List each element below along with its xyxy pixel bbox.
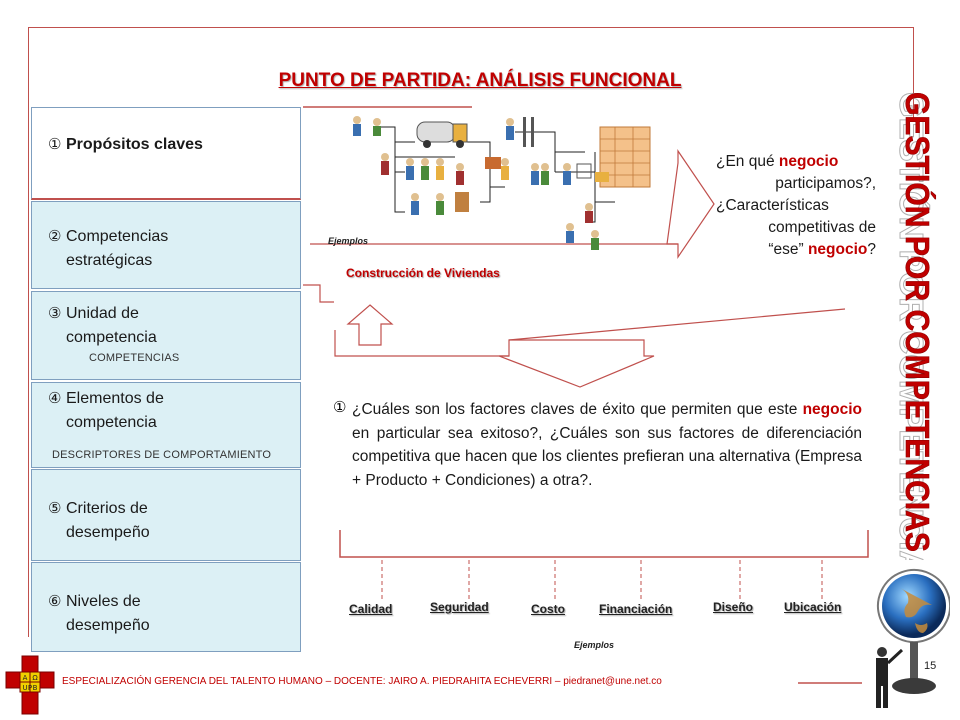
factor-financiacion: Financiación	[599, 602, 673, 616]
left-box-2	[31, 201, 301, 289]
item-label: Criterios de desempeño	[66, 500, 150, 541]
factors-examples-label: Ejemplos	[574, 640, 615, 650]
left-box-4	[31, 382, 301, 468]
globe-illustration	[876, 569, 950, 708]
item-label: Unidad de competencia	[66, 305, 157, 346]
frame-top-line	[28, 27, 914, 28]
left-box-1	[31, 107, 301, 200]
factor-bracket	[339, 530, 869, 558]
item-number: ③	[48, 305, 62, 322]
paragraph-text: en particular sea exitoso?, ¿Cuáles son …	[352, 424, 862, 489]
workers-icons	[353, 116, 609, 250]
university-logo: A Ω U P B	[5, 655, 55, 715]
item-number: ⑥	[48, 593, 62, 610]
svg-text:Ω: Ω	[32, 674, 38, 682]
factor-diseno: Diseño	[713, 600, 754, 614]
construction-illustration	[353, 116, 651, 250]
item-number: ②	[48, 228, 62, 245]
frame-left-line	[28, 27, 29, 637]
question-line-4: competitivas de	[768, 219, 876, 236]
item-number: ⑤	[48, 500, 62, 517]
connector-lower	[334, 330, 509, 357]
keyword-negocio: negocio	[802, 401, 862, 418]
item-label: Elementos de competencia	[66, 390, 164, 431]
question-text: ¿En qué	[716, 153, 779, 170]
keyword-negocio: negocio	[807, 241, 868, 258]
item-label: Niveles de desempeño	[66, 593, 150, 634]
frame-right-line	[913, 27, 914, 137]
key-factors-paragraph: ¿Cuáles son los factores claves de éxito…	[352, 398, 862, 492]
item-number: ④	[48, 390, 62, 407]
question-line-3: ¿Características	[716, 197, 829, 214]
construction-label: Construcción de Viviendas	[346, 266, 500, 280]
left-box-6	[31, 562, 301, 652]
sub-label-descriptores: DESCRIPTORES DE COMPORTAMIENTO	[52, 449, 272, 461]
keyword-negocio: negocio	[778, 153, 839, 170]
footer-text: ESPECIALIZACIÓN GERENCIA DEL TALENTO HUM…	[62, 676, 662, 687]
svg-text:P: P	[28, 684, 32, 692]
question-line-1: ¿En qué negocio	[716, 151, 876, 173]
item-number: ①	[48, 136, 62, 153]
question-text: “ese”	[768, 241, 808, 258]
down-arrow	[498, 339, 655, 388]
factor-ubicacion: Ubicación	[784, 600, 842, 614]
sub-label-competencias: COMPETENCIAS	[89, 352, 180, 364]
slide-title: PUNTO DE PARTIDA: ANÁLISIS FUNCIONAL	[278, 70, 682, 91]
item-label: Competencias estratégicas	[66, 228, 169, 269]
factor-seguridad: Seguridad	[430, 600, 489, 614]
svg-text:A: A	[23, 674, 28, 682]
diagonal-line	[508, 308, 846, 341]
paragraph-text: ¿Cuáles son los factores claves de éxito…	[352, 401, 803, 418]
left-box-5	[31, 469, 301, 561]
businessman-icon	[876, 647, 904, 708]
item-label: Propósitos claves	[66, 136, 203, 153]
left-box-3	[31, 291, 301, 380]
factor-calidad: Calidad	[349, 602, 393, 616]
connector-left	[303, 284, 334, 303]
examples-label: Ejemplos	[328, 236, 369, 246]
question-text: ?	[867, 241, 876, 258]
chevron-right-arrow	[666, 149, 715, 259]
page-number: 15	[924, 660, 937, 672]
svg-text:U: U	[22, 684, 27, 692]
svg-text:B: B	[33, 684, 38, 692]
cement-truck-icon	[416, 121, 468, 148]
side-title-vertical: GESTIÓN POR COMPETENCIAS GESTIÓN POR COM…	[893, 92, 937, 561]
side-title-reflection: GESTIÓN POR COMPETENCIAS	[893, 92, 930, 560]
question-line-2: participamos?,	[775, 175, 876, 192]
up-arrow	[346, 304, 394, 346]
question-line-5: “ese” negocio?	[716, 239, 876, 261]
factor-costo: Costo	[531, 602, 565, 616]
side-title: GESTIÓN POR COMPETENCIAS	[899, 92, 936, 552]
business-question: ¿En qué negocio participamos?, ¿Caracter…	[716, 151, 876, 261]
paragraph-number: ①	[333, 399, 347, 416]
